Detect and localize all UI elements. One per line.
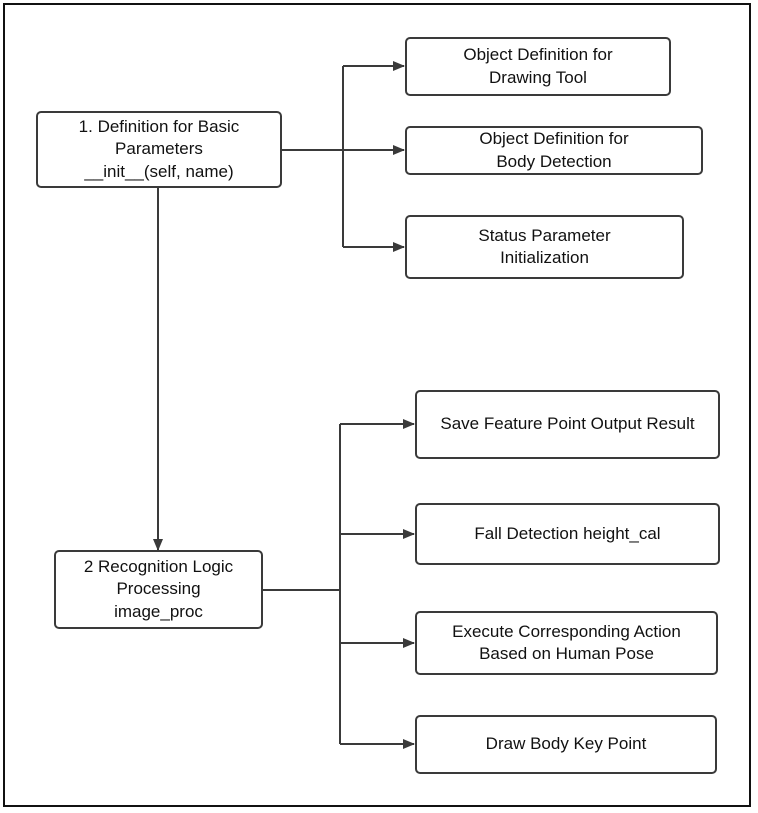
node-draw-key-point: Draw Body Key Point — [415, 715, 717, 774]
node-recognition-line-2: Processing — [116, 579, 201, 599]
node-body-detection-line-2: Body Detection — [496, 151, 612, 171]
node-save-feature: Save Feature Point Output Result — [415, 390, 720, 459]
node-body-detection: Object Definition for Body Detection — [405, 126, 703, 175]
node-fall-detection-line-1: Fall Detection height_cal — [474, 523, 661, 543]
node-body-detection-line-1: Object Definition for — [479, 129, 629, 149]
node-execute-action-line-2: Based on Human Pose — [479, 644, 654, 663]
node-recognition-line-3: image_proc — [114, 601, 203, 621]
node-execute-action-line-1: Execute Corresponding Action — [452, 621, 681, 641]
node-execute-action: Execute Corresponding Action Based on Hu… — [415, 611, 718, 675]
node-init: 1. Definition for Basic Parameters __ini… — [36, 111, 282, 188]
node-init-line-2: Parameters — [115, 139, 203, 159]
diagram-frame — [3, 3, 751, 807]
node-drawing-tool: Object Definition for Drawing Tool — [405, 37, 671, 96]
node-save-feature-line-1: Save Feature Point Output Result — [440, 414, 695, 434]
node-init-line-1: 1. Definition for Basic — [78, 117, 240, 137]
node-status-param-line-1: Status Parameter — [478, 225, 611, 245]
node-recognition-line-1: 2 Recognition Logic — [83, 557, 234, 577]
node-drawing-tool-line-1: Object Definition for — [463, 45, 613, 65]
node-status-param: Status Parameter Initialization — [405, 215, 684, 279]
node-init-line-3: __init__(self, name) — [84, 161, 234, 181]
node-drawing-tool-line-2: Drawing Tool — [489, 67, 587, 87]
node-draw-key-point-line-1: Draw Body Key Point — [485, 734, 647, 754]
node-status-param-line-2: Initialization — [500, 248, 589, 267]
node-fall-detection: Fall Detection height_cal — [415, 503, 720, 565]
node-recognition: 2 Recognition Logic Processing image_pro… — [54, 550, 263, 629]
